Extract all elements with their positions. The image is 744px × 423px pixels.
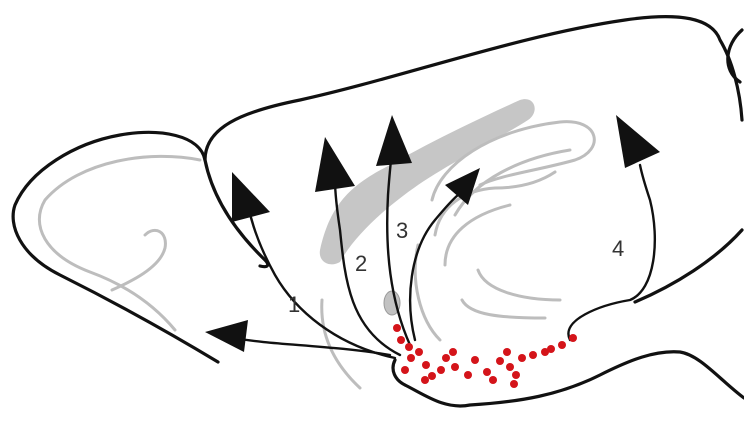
- cell-dot: [569, 334, 577, 342]
- cell-dot: [451, 363, 459, 371]
- bulb-inner-contour: [39, 156, 200, 330]
- midbrain-curve: [462, 300, 545, 318]
- cell-dot: [415, 348, 423, 356]
- arrowhead-pathway-1-frontal: [232, 172, 270, 222]
- cell-dot: [547, 345, 555, 353]
- cell-dot: [512, 371, 520, 379]
- cell-dot: [503, 348, 511, 356]
- cell-dot: [471, 356, 479, 364]
- arrowhead-pathway-1-olfactory: [205, 320, 248, 352]
- pathway-label-1: 1: [288, 292, 300, 317]
- cell-dot: [401, 366, 409, 374]
- cell-dot: [407, 354, 415, 362]
- cell-dot: [422, 361, 430, 369]
- cell-dot: [428, 372, 436, 380]
- cell-dot: [449, 348, 457, 356]
- cell-dot: [518, 354, 526, 362]
- pathway-label-2: 2: [355, 251, 367, 276]
- thalamus-curve: [478, 270, 560, 300]
- cell-dot: [464, 371, 472, 379]
- arrowhead-pathway-3-hippocampus: [445, 168, 480, 205]
- hypothalamus-curve: [415, 245, 440, 340]
- cell-dot: [397, 336, 405, 344]
- cell-dot: [529, 351, 537, 359]
- cell-dot: [483, 368, 491, 376]
- cell-dot: [489, 376, 497, 384]
- olfactory-bulb-outline: [13, 132, 218, 362]
- cell-dot: [437, 366, 445, 374]
- cell-dot: [393, 324, 401, 332]
- cell-dot: [510, 380, 518, 388]
- cell-dots: [393, 324, 577, 388]
- arrowhead-pathway-4: [616, 115, 660, 168]
- ventral-outline: [405, 352, 744, 406]
- pathway-label-4: 4: [612, 236, 624, 261]
- inner-structures: [39, 122, 594, 388]
- cell-dot: [405, 343, 413, 351]
- arrowhead-pathway-3: [376, 115, 412, 166]
- bulb-inner-curl: [112, 230, 165, 290]
- cell-dot: [442, 354, 450, 362]
- cell-dot: [558, 341, 566, 349]
- cell-dot: [506, 363, 514, 371]
- pathway-label-3: 3: [396, 218, 408, 243]
- cell-dot: [496, 357, 504, 365]
- cell-dot: [421, 376, 429, 384]
- pathway-1-branch-olfactory: [235, 338, 390, 355]
- pathway-3-branch-hippocampus: [410, 195, 458, 340]
- arrowhead-pathway-2: [315, 137, 355, 192]
